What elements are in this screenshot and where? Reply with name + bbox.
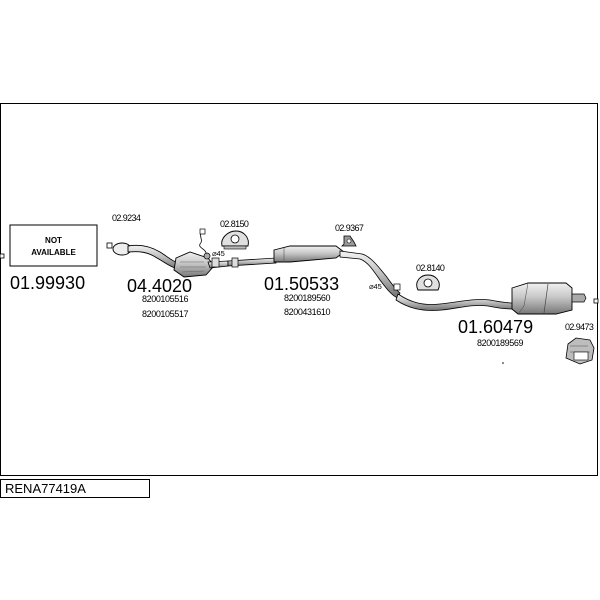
part-number-3: 01.50533 xyxy=(264,274,339,294)
lambda-sensor-icon xyxy=(199,228,211,260)
not-available-box: NOT AVAILABLE xyxy=(9,224,98,267)
part-number-2: 04.4020 xyxy=(127,276,192,296)
diameter-label-2: ⌀45 xyxy=(369,282,382,291)
rubber-strip-icon xyxy=(565,337,595,365)
oe-number-2a: 8200105516 xyxy=(142,294,188,304)
front-pipe-icon xyxy=(112,242,179,270)
accessory-number-2: 02.8150 xyxy=(220,219,249,229)
footer-code: RENA77419A xyxy=(5,481,86,496)
mid-pipe-icon xyxy=(227,257,277,268)
catalytic-converter-icon xyxy=(173,251,229,278)
footer-code-box: RENA77419A xyxy=(0,479,150,498)
accessory-number-5: 02.9473 xyxy=(565,322,594,332)
accessory-number-1: 02.9234 xyxy=(112,213,141,223)
oe-number-3b: 8200431610 xyxy=(284,307,330,317)
part-number-4: 01.60479 xyxy=(458,317,533,337)
dot-mark xyxy=(502,362,504,364)
oe-number-3a: 8200189560 xyxy=(284,293,330,303)
part-number-1: 01.99930 xyxy=(10,273,85,293)
na-line-1: NOT xyxy=(45,236,62,245)
frame-marker-right xyxy=(593,298,599,304)
hanger-icon xyxy=(341,235,357,247)
oe-number-2b: 8200105517 xyxy=(142,309,188,319)
accessory-number-4: 02.8140 xyxy=(416,263,445,273)
accessory-number-3: 02.9367 xyxy=(335,223,364,233)
diameter-label-1: ⌀45 xyxy=(212,249,225,258)
middle-silencer-icon xyxy=(273,245,345,263)
oe-number-4a: 8200189569 xyxy=(477,338,523,348)
diagram-frame xyxy=(0,103,598,476)
rear-pipe-icon xyxy=(395,293,515,311)
frame-marker-left xyxy=(0,253,5,259)
mounting-ring-icon xyxy=(416,274,440,291)
mounting-rubber-icon xyxy=(221,230,249,250)
rear-silencer-icon xyxy=(511,282,587,315)
na-line-2: AVAILABLE xyxy=(31,248,76,257)
